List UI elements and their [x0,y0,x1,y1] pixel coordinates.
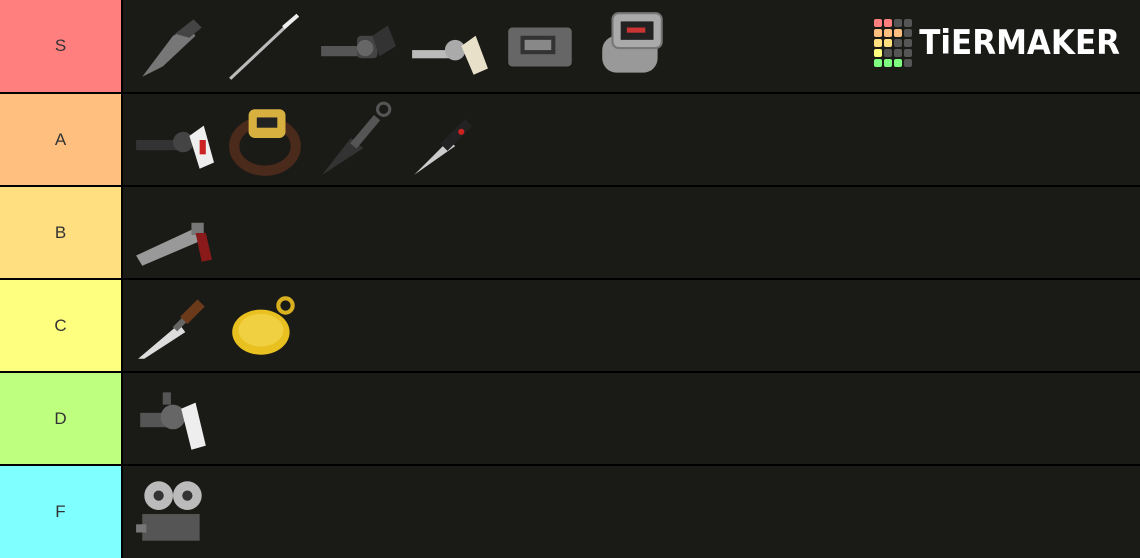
kunai-icon[interactable] [313,96,401,184]
long-pistol-icon[interactable] [129,189,217,277]
tier-row-s: S [0,0,1140,92]
tier-row-f: F [0,466,1140,558]
knife-wedge-icon[interactable] [129,2,217,90]
tiermaker-logo: TiERMAKER [874,19,1120,67]
thin-blade-icon[interactable] [221,2,309,90]
tier-row-a: A [0,94,1140,185]
tier-label-d[interactable]: D [0,373,123,464]
tier-items-s [123,0,1140,92]
tier-items-a [123,94,1140,185]
pager-device-icon[interactable] [497,2,585,90]
tier-items-f [123,466,1140,558]
tier-row-b: B [0,187,1140,278]
silver-revolver-icon[interactable] [405,2,493,90]
tier-label-c[interactable]: C [0,280,123,371]
tier-label-s[interactable]: S [0,0,123,92]
film-projector-icon[interactable] [129,468,217,556]
tier-row-c: C [0,280,1140,371]
tier-label-f[interactable]: F [0,466,123,558]
dark-revolver-icon[interactable] [313,2,401,90]
snub-revolver-icon[interactable] [129,375,217,463]
bowie-knife-icon[interactable] [129,282,217,370]
tier-items-b [123,187,1140,278]
tier-items-d [123,373,1140,464]
tier-items-c [123,280,1140,371]
brand-wordmark: TiERMAKER [919,23,1120,63]
gold-wristwatch-icon[interactable] [221,96,309,184]
digital-watch-icon[interactable] [589,2,677,90]
logo-grid-icon [874,19,913,67]
pocket-watch-icon[interactable] [221,282,309,370]
switchblade-icon[interactable] [405,96,493,184]
tier-row-d: D [0,373,1140,464]
black-revolver-icon[interactable] [129,96,217,184]
tier-label-b[interactable]: B [0,187,123,278]
tier-label-a[interactable]: A [0,94,123,185]
